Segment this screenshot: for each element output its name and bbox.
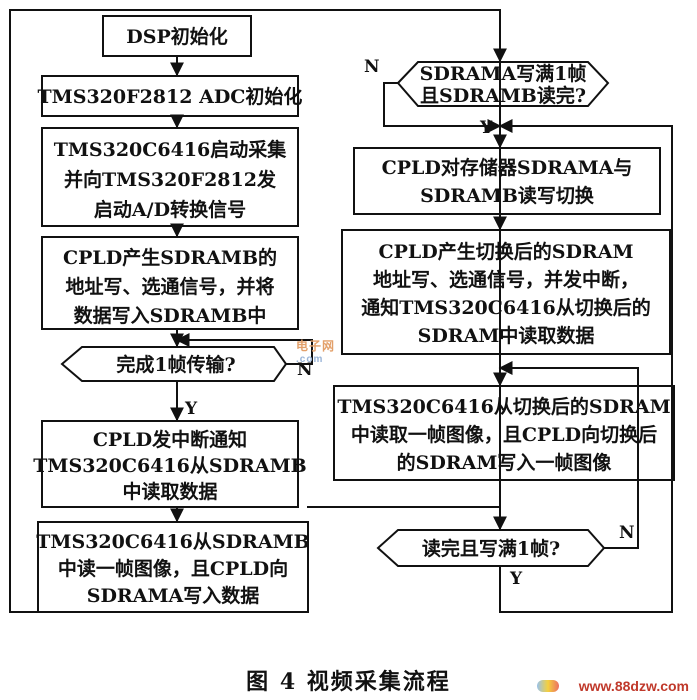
decision-sdrama-line-2: 且SDRAMB读完?: [420, 84, 586, 107]
watermark-logo-icon: [537, 680, 559, 692]
box-read-write-frame: TMS320C6416从切换后的SDRAM 中读取一帧图像，且CPLD向切换后 …: [333, 385, 675, 481]
watermark-bottom-right: www.88dzw.com: [578, 678, 689, 694]
box-start-line-2: 并向TMS320F2812发: [64, 168, 277, 191]
box-addr-line-3: 通知TMS320C6416从切换后的: [361, 296, 651, 319]
box-addr-interrupt: CPLD产生切换后的SDRAM 地址写、选通信号，并发中断， 通知TMS320C…: [341, 229, 671, 355]
box-rw-line-1: TMS320C6416从切换后的SDRAM: [337, 395, 670, 418]
loop-no-read-write: [498, 361, 639, 549]
box-interrupt-line-2: TMS320C6416从SDRAMB: [33, 455, 306, 477]
watermark-center: 电子网 .com: [296, 337, 335, 365]
box-start-line-1: TMS320C6416启动采集: [54, 138, 288, 161]
decision-frame-done: 完成1帧传输?: [60, 346, 288, 382]
box-write-sdramb: CPLD产生SDRAMB的 地址写、选通信号，并将 数据写入SDRAMB中: [41, 236, 299, 330]
label-n-left: N: [297, 360, 313, 380]
box-rw-line-3: 的SDRAM写入一帧图像: [397, 451, 613, 474]
box-switch-line-1: CPLD对存储器SDRAMA与: [382, 156, 633, 179]
label-n-right-top: N: [364, 57, 380, 77]
decision-rw-done-text: 读完且写满1帧?: [422, 537, 560, 560]
box-start-capture: TMS320C6416启动采集 并向TMS320F2812发 启动A/D转换信号: [41, 127, 299, 227]
figure-caption: 图 4 视频采集流程: [246, 669, 451, 695]
label-y-right-top: Y: [479, 118, 493, 138]
box-write-line-3: 数据写入SDRAMB中: [74, 304, 267, 327]
box-read-sdramb: TMS320C6416从SDRAMB 中读一帧图像，且CPLD向 SDRAMA写…: [36, 521, 310, 613]
box-write-line-2: 地址写、选通信号，并将: [65, 275, 274, 298]
box-interrupt: CPLD发中断通知 TMS320C6416从SDRAMB 中读取数据: [33, 420, 307, 508]
loop-yes-restart: [498, 119, 673, 613]
decision-frame-done-text: 完成1帧传输?: [116, 353, 235, 376]
decision-sdrama-line-1: SDRAMA写满1帧: [420, 62, 587, 85]
box-addr-line-2: 地址写、选通信号，并发中断，: [373, 268, 639, 291]
label-y-right-bottom: Y: [509, 569, 523, 589]
box-interrupt-line-1: CPLD发中断通知: [93, 428, 247, 451]
box-addr-line-1: CPLD产生切换后的SDRAM: [378, 240, 633, 263]
box-readb-line-2: 中读一帧图像，且CPLD向: [58, 557, 288, 580]
box-rw-line-2: 中读取一帧图像，且CPLD向切换后: [351, 423, 657, 446]
loop-no-frame: [175, 333, 313, 365]
box-dsp-init-text: DSP初始化: [126, 25, 228, 48]
box-adc-init: TMS320F2812 ADC初始化: [38, 75, 303, 117]
decision-sdrama-full: SDRAMA写满1帧 且SDRAMB读完?: [396, 61, 610, 107]
box-switch: CPLD对存储器SDRAMA与 SDRAMB读写切换: [353, 147, 661, 215]
loop-no-sdrama: [383, 82, 502, 133]
box-addr-line-4: SDRAM中读取数据: [418, 324, 595, 347]
box-dsp-init: DSP初始化: [102, 15, 252, 57]
box-write-line-1: CPLD产生SDRAMB的: [63, 246, 277, 269]
box-start-line-3: 启动A/D转换信号: [94, 198, 246, 221]
watermark-center-bottom: .com: [296, 354, 324, 365]
decision-read-write-done: 读完且写满1帧?: [376, 529, 606, 567]
box-interrupt-line-3: 中读取数据: [122, 480, 217, 503]
box-adc-init-text: TMS320F2812 ADC初始化: [38, 85, 303, 108]
label-y-left: Y: [184, 399, 198, 419]
box-switch-line-2: SDRAMB读写切换: [420, 184, 595, 207]
label-n-right-bottom: N: [619, 523, 635, 543]
right-connectors: [383, 10, 673, 613]
watermark-center-top: 电子网: [296, 339, 336, 353]
box-readb-line-1: TMS320C6416从SDRAMB: [36, 531, 309, 553]
left-connectors: [9, 9, 501, 613]
outer-return-line: [9, 9, 501, 613]
box-readb-line-3: SDRAMA写入数据: [87, 584, 260, 607]
